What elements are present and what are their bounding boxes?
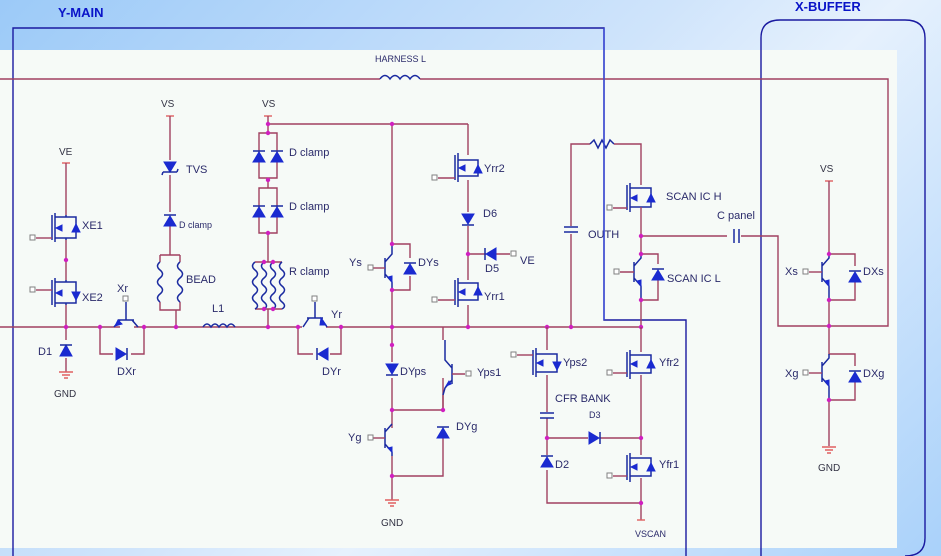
dyg-label: DYg <box>456 421 477 433</box>
c-panel-label: C panel <box>717 210 755 222</box>
ve-label: VE <box>59 147 73 158</box>
xe2-mosfet <box>29 278 81 307</box>
xe2-label: XE2 <box>82 292 103 304</box>
cfr-bank-label: CFR BANK <box>555 393 611 405</box>
yr-transistor <box>295 295 344 361</box>
outh-capacitor <box>564 226 578 233</box>
xe1-label: XE1 <box>82 220 103 232</box>
dyr-diode <box>317 347 329 361</box>
d-clamp-label-1: D clamp <box>179 220 212 230</box>
yfr1-label: Yfr1 <box>659 459 679 471</box>
bead-inductors <box>156 261 184 303</box>
outh-resistor <box>589 138 615 150</box>
dxs-diode <box>848 271 862 283</box>
dyps-label: DYps <box>400 366 427 378</box>
dxg-label: DXg <box>863 368 884 380</box>
scan-ic-l-diode <box>651 269 665 281</box>
dxs-label: DXs <box>863 266 884 278</box>
vs-label-2: VS <box>262 99 276 110</box>
bead-label: BEAD <box>186 274 216 286</box>
d-clamp-diode-1 <box>163 215 177 227</box>
dys-diode <box>403 263 417 275</box>
dys-label: DYs <box>418 257 439 269</box>
d5-label: D5 <box>485 263 499 275</box>
vscan-label: VSCAN <box>635 529 666 539</box>
yg-label: Yg <box>348 432 361 444</box>
ys-column <box>367 121 472 507</box>
d3-diode <box>588 431 600 445</box>
clamp-column: VS <box>251 99 468 330</box>
r-clamp-label: R clamp <box>289 266 329 278</box>
section-title-x-buffer: X-BUFFER <box>795 0 861 14</box>
gnd-label-2: GND <box>381 518 403 529</box>
d6-label: D6 <box>483 208 497 220</box>
yrr1-label: Yrr1 <box>484 291 505 303</box>
xe-column: VE XE1 XE2 D1 GND <box>29 147 103 400</box>
dyps-diode <box>385 363 399 375</box>
tvs-label: TVS <box>186 164 207 176</box>
dyr-label: DYr <box>322 366 341 378</box>
xe1-mosfet <box>29 213 81 242</box>
xr-transistor <box>97 295 147 361</box>
ve-label-d5: VE <box>520 255 535 267</box>
tvs-diode <box>163 161 177 173</box>
d1-label: D1 <box>38 346 52 358</box>
yps1-label: Yps1 <box>477 367 501 379</box>
d-clamp-label-2: D clamp <box>289 147 329 159</box>
d3-label: D3 <box>589 410 601 420</box>
cfr-bank-capacitor <box>540 412 554 419</box>
xr-label: Xr <box>117 283 128 295</box>
scan-ic-h-label: SCAN IC H <box>666 191 722 203</box>
d1-diode <box>59 343 73 357</box>
xs-label: Xs <box>785 266 798 278</box>
drawing-panel <box>0 50 897 548</box>
cfr-column <box>510 327 656 521</box>
x-buffer-frame <box>760 19 926 556</box>
vs-label-x: VS <box>820 164 834 175</box>
d5-diode <box>485 247 497 261</box>
l1-inductor <box>202 323 236 329</box>
tvs-column: VS <box>156 99 184 330</box>
yfr2-label: Yfr2 <box>659 357 679 369</box>
c-panel-capacitor <box>733 229 740 243</box>
dxg-diode <box>848 371 862 383</box>
xg-label: Xg <box>785 368 798 380</box>
yps2-label: Yps2 <box>563 357 587 369</box>
harness-l-label: HARNESS L <box>375 54 426 64</box>
vs-label-1: VS <box>161 99 175 110</box>
gnd-label-1: GND <box>54 389 76 400</box>
gnd-label-3: GND <box>818 463 840 474</box>
yrr2-label: Yrr2 <box>484 163 505 175</box>
dxr-label: DXr <box>117 366 136 378</box>
section-title-y-main: Y-MAIN <box>58 5 104 20</box>
yrr-column <box>431 124 517 330</box>
l1-label: L1 <box>212 303 224 315</box>
x-buffer-circuit: VS <box>802 164 862 454</box>
dxr-diode <box>115 347 127 361</box>
yr-label: Yr <box>331 309 342 321</box>
d-clamp-label-3: D clamp <box>289 201 329 213</box>
r-clamp-resistors <box>251 261 286 310</box>
d2-label: D2 <box>555 459 569 471</box>
scan-ic-l-label: SCAN IC L <box>667 273 721 285</box>
d2-diode <box>540 456 554 468</box>
harness-wire <box>0 74 889 327</box>
ys-label: Ys <box>349 257 362 269</box>
dyg-diode <box>436 427 450 439</box>
d6-diode <box>461 213 475 225</box>
